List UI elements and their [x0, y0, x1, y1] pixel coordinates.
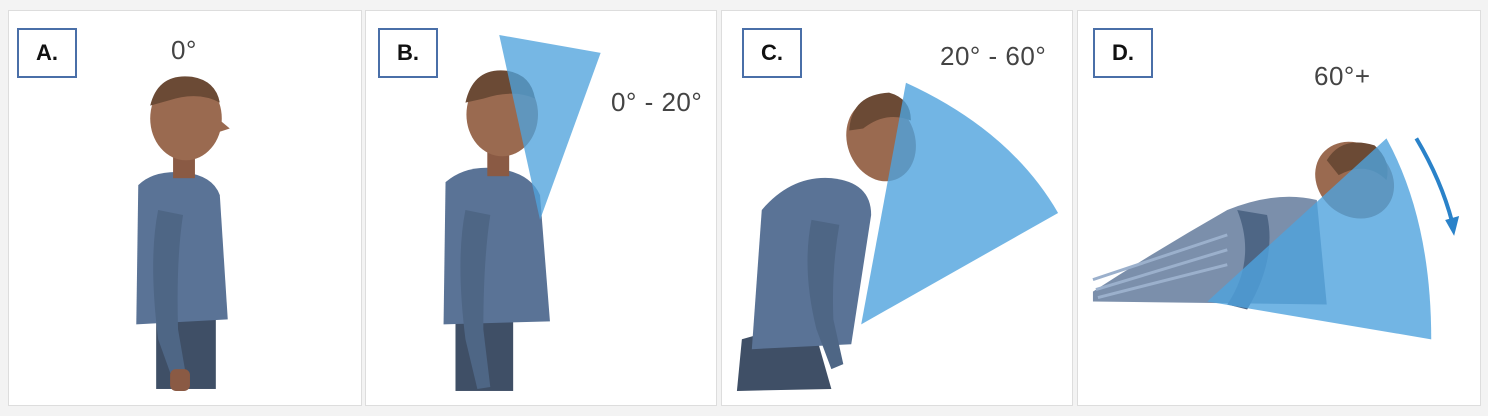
- panel-c-angle: 20° - 60°: [940, 41, 1047, 71]
- hair: [849, 92, 911, 131]
- motion-streak: [1095, 248, 1228, 292]
- flexion-range-wedge: [1207, 138, 1432, 340]
- rotation-arrowhead-icon: [1445, 215, 1460, 236]
- flexion-range-wedge: [861, 82, 1059, 325]
- panel-d-angle: 60°+: [1314, 61, 1371, 91]
- panel-b-angle: 0° - 20°: [611, 87, 703, 117]
- nose: [217, 118, 230, 133]
- person-slight-flexion-illustration: [443, 34, 601, 391]
- panel-c: C. 20° - 60°: [721, 10, 1073, 406]
- arm: [460, 209, 491, 389]
- panel-a: A. 0°: [8, 10, 362, 406]
- panel-a-label: A.: [17, 28, 77, 78]
- arm: [807, 219, 844, 370]
- panel-b: B. 0° - 20°: [365, 10, 717, 406]
- person-full-flexion-illustration: [1092, 137, 1460, 340]
- person-moderate-flexion-illustration: [736, 82, 1059, 391]
- rotation-arrow: [1414, 137, 1455, 223]
- panel-d-label: D.: [1093, 28, 1153, 78]
- panel-c-label: C.: [742, 28, 802, 78]
- panel-a-angle: 0°: [171, 35, 197, 65]
- panel-b-label: B.: [378, 28, 438, 78]
- panel-d: D. 60°+: [1077, 10, 1481, 406]
- hair: [150, 76, 220, 106]
- flexion-range-wedge: [499, 34, 601, 220]
- torso: [136, 171, 228, 325]
- motion-streak: [1097, 263, 1228, 299]
- arm: [153, 209, 188, 389]
- person-upright-illustration: [136, 76, 230, 391]
- hand: [170, 369, 190, 391]
- motion-streak: [1092, 233, 1228, 282]
